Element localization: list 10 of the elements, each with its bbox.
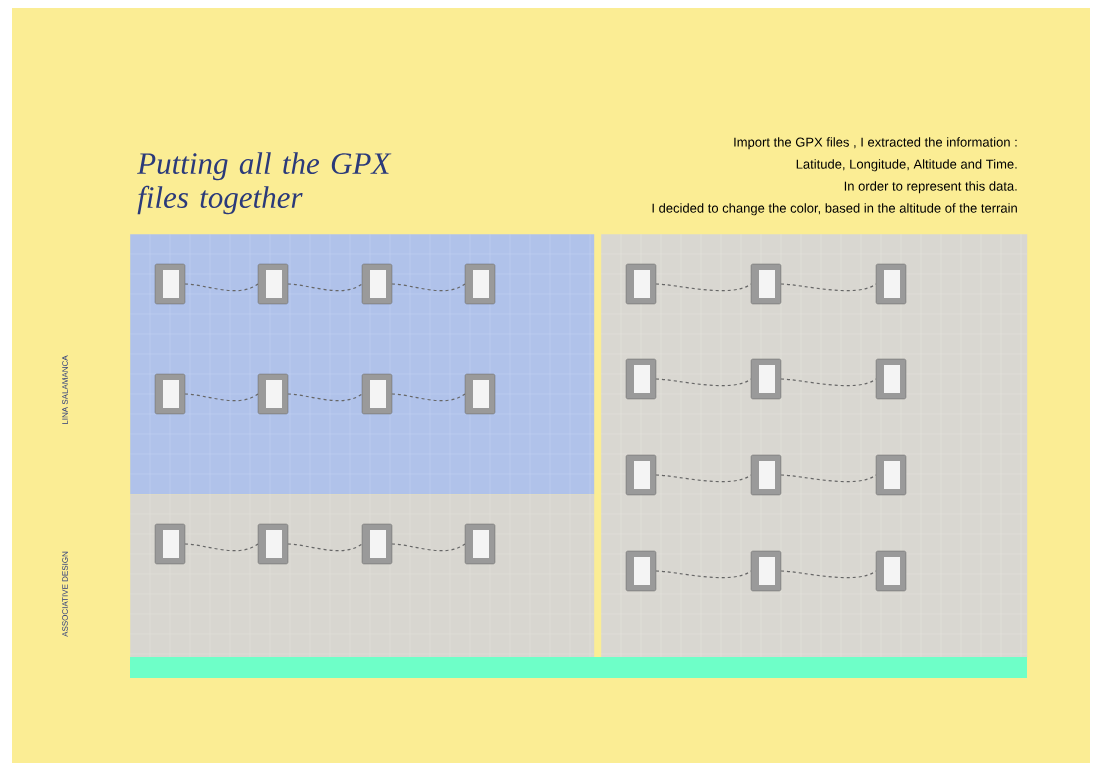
description-text: I decided to change the color, based in the altitude of the terrain	[652, 203, 1017, 216]
description-text: Latitude, Longitude, Altitude and Time.	[796, 159, 1017, 172]
screenshot-picture	[129, 233, 595, 495]
side-label: LINA SALAMANCA	[62, 355, 68, 424]
heading: Putting all the GPX files together	[137, 152, 392, 215]
description-text: Import the GPX files , I extracted the information :	[734, 137, 1017, 150]
screenshot-picture	[600, 233, 1028, 658]
screenshot-picture	[129, 493, 595, 658]
side-label: ASSOCIATIVE DESIGN	[62, 551, 68, 637]
description-text: In order to represent this data.	[844, 181, 1017, 194]
